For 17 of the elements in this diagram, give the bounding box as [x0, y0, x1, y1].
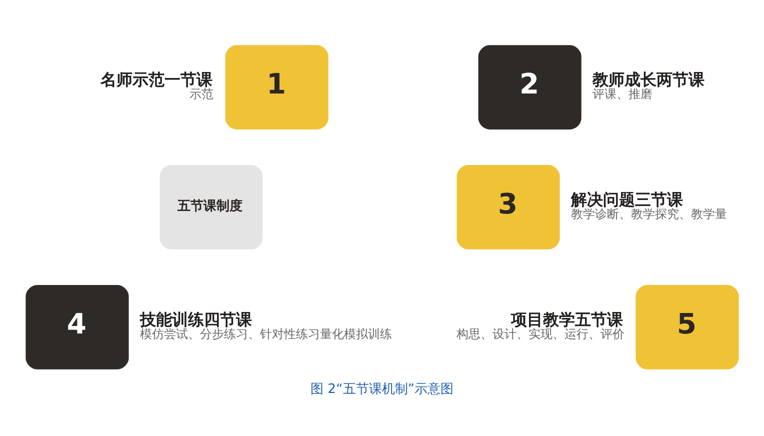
- node-box: 1: [225, 45, 328, 130]
- node-label: 名师示范一节课: [100, 70, 213, 90]
- node-label: 解决问题三节课: [571, 190, 684, 209]
- node-box: 4: [26, 285, 129, 370]
- node-box: 5: [636, 285, 739, 370]
- caption: 图 2“五节课机制”示意图: [310, 382, 454, 397]
- node-label: 构思、设计、实现、运行、评价: [456, 326, 625, 341]
- node-box: 五节课制度: [160, 165, 263, 250]
- node-box: 2: [478, 45, 582, 130]
- node-label: 模仿尝试、分步练习、针对性练习量化模拟训练: [140, 326, 392, 341]
- node-label: 示范: [190, 86, 214, 101]
- node-label: 教师成长两节课: [592, 70, 705, 90]
- node-label: 技能训练四节课: [140, 310, 252, 329]
- node-label: 项目教学五节课: [511, 310, 624, 329]
- node-box: 3: [456, 165, 560, 250]
- node-label: 评课、推磨: [592, 86, 653, 101]
- node-label: 教学诊断、教学探究、教学量: [571, 206, 728, 221]
